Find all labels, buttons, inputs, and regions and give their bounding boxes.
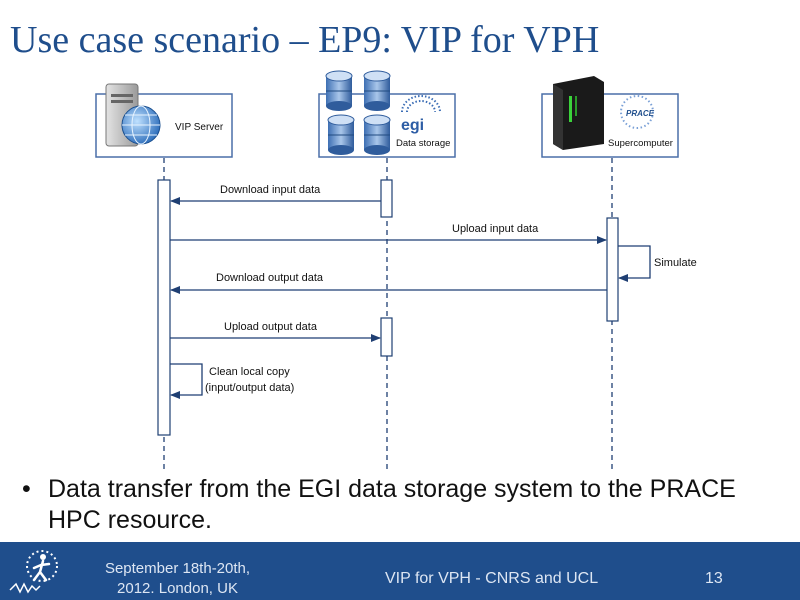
bullet-point: • Data transfer from the EGI data storag… bbox=[22, 474, 762, 536]
prace-logo-text: PRACE bbox=[626, 109, 655, 118]
supercomputer-tower-icon bbox=[553, 76, 604, 150]
server-globe-icon bbox=[105, 83, 161, 147]
msg-upload-input: Upload input data bbox=[170, 223, 607, 244]
msg-simulate-label: Simulate bbox=[654, 257, 697, 269]
vip-server-box: VIP Server bbox=[95, 83, 233, 158]
footer-date-line2: 2012. London, UK bbox=[117, 580, 238, 597]
supercomputer-activation bbox=[606, 217, 619, 322]
data-storage-activation-2 bbox=[380, 317, 393, 357]
msg-upload-input-label: Upload input data bbox=[452, 223, 539, 235]
bullet-dot-icon: • bbox=[22, 475, 31, 503]
data-storage-label: Data storage bbox=[396, 138, 450, 149]
sequence-diagram: VIP Server bbox=[95, 70, 697, 472]
footer-date: September 18th-20th, 2012. London, UK bbox=[90, 559, 265, 599]
footer-bar: September 18th-20th, 2012. London, UK VI… bbox=[0, 542, 800, 600]
bullet-text: Data transfer from the EGI data storage … bbox=[48, 475, 736, 534]
msg-download-input: Download input data bbox=[170, 184, 381, 205]
supercomputer-box: PRACE Supercomputer bbox=[541, 76, 679, 158]
data-storage-activation-1 bbox=[380, 179, 393, 218]
vip-server-activation bbox=[157, 179, 171, 436]
msg-clean-local-copy: Clean local copy (input/output data) bbox=[170, 363, 294, 399]
egi-logo-text: egi bbox=[401, 117, 424, 134]
msg-simulate: Simulate bbox=[618, 245, 697, 282]
egi-logo-icon: egi bbox=[401, 95, 441, 134]
slide-title: Use case scenario – EP9: VIP for VPH bbox=[10, 19, 600, 61]
prace-logo-icon: PRACE bbox=[620, 95, 655, 129]
footer-center-text: VIP for VPH - CNRS and UCL bbox=[385, 570, 599, 587]
msg-download-output-label: Download output data bbox=[216, 272, 324, 284]
supercomputer-label: Supercomputer bbox=[608, 138, 673, 149]
vph-logo-icon bbox=[9, 550, 58, 594]
database-stack-icon bbox=[325, 70, 391, 155]
msg-upload-output: Upload output data bbox=[170, 321, 381, 342]
msg-download-output: Download output data bbox=[170, 272, 607, 294]
vip-server-label: VIP Server bbox=[175, 122, 224, 133]
msg-download-input-label: Download input data bbox=[220, 184, 321, 196]
msg-clean-line1: Clean local copy bbox=[209, 366, 290, 378]
footer-date-line1: September 18th-20th, bbox=[104, 560, 251, 577]
msg-upload-output-label: Upload output data bbox=[224, 321, 318, 333]
page-number: 13 bbox=[705, 570, 723, 587]
data-storage-box: egi Data storage bbox=[318, 70, 456, 158]
msg-clean-line2: (input/output data) bbox=[205, 382, 294, 394]
